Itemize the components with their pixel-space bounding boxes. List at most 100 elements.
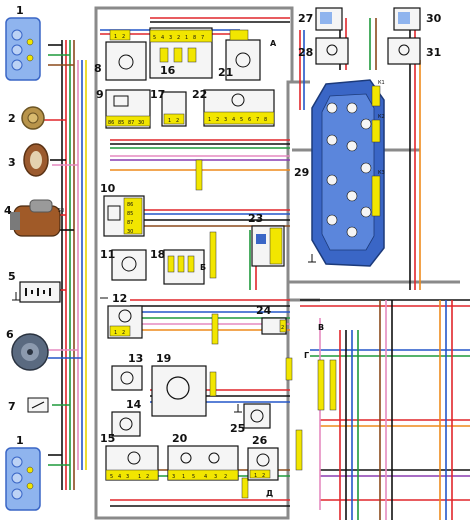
component-number: 6 [6,328,14,341]
letter-g: Г [304,351,309,360]
component-number: 13 [128,352,143,365]
switch-24: 2 24 [256,304,287,335]
module-22: 1 2 3 4 5 6 7 8 22 [192,88,275,127]
pin-label: 1 [208,117,211,123]
component-number: 19 [156,352,171,365]
component-number: 14 [126,398,142,411]
pin-label: 3 [169,35,172,41]
pin-label: 2 [281,325,284,331]
alternator: 6 [6,328,49,371]
sensor-14: 14 [111,398,142,437]
headlight-bottom: 1 [5,434,41,511]
pin-label: 5 [153,35,156,41]
pin-label: К1 [378,80,385,86]
component-number: 9 [96,88,104,101]
instrument-cluster-29: К1 К2 К3 29 [294,79,385,267]
component-number: 2 [8,112,16,125]
pin-label: 4 [118,474,121,480]
pin-label: 4 [232,117,235,123]
letter-d: Д [266,489,273,498]
pin-label: 50 [58,208,64,214]
pin-label: 87 [128,120,134,126]
switch-31: 31 [387,37,441,65]
switch-block-20: 3 1 5 4 3 2 20 [167,432,239,481]
component-number: 23 [248,212,263,225]
switch-26: 1 2 26 [247,434,279,481]
pin-label: 30 [127,229,133,235]
lamp-21: 21 [218,29,261,81]
pin-label: 5 [110,474,113,480]
lamp-30: 30 [393,7,442,31]
pin-label: 2 [224,474,227,480]
horn: 2 [8,106,45,130]
pin-label: К2 [378,114,385,120]
motor-19: 19 [151,352,207,417]
ground-symbols [12,254,316,413]
fuse-block-16: 5 4 3 2 1 8 7 16 [149,27,213,79]
pin-label: 7 [256,117,259,123]
pin-label: 3 [172,474,175,480]
pin-label: 1 [138,474,141,480]
relay-10: 86 85 87 30 10 [100,182,145,237]
relay-8: 1 2 8 [94,29,147,81]
pin-label: 86 [108,120,114,126]
pin-label: 1 [114,34,117,40]
pin-label: 4 [161,35,164,41]
component-number: 7 [8,400,16,413]
connector-strips [195,159,337,499]
pin-label: 1 [182,474,185,480]
component-number: 21 [218,66,233,79]
pin-label: 4 [204,474,207,480]
pin-label: 85 [127,211,133,217]
pin-label: 2 [146,474,149,480]
headlight-top: 1 [5,4,41,81]
component-number: 24 [256,304,272,317]
pin-label: 5 [240,117,243,123]
letter-b: Б [200,263,206,272]
pin-label: 1 [114,330,117,336]
pin-label: 2 [176,118,179,124]
component-number: 25 [230,422,245,435]
pin-label: 30 [138,120,144,126]
pin-label: 85 [118,120,124,126]
letter-v: В [318,323,324,332]
pin-label: 6 [248,117,251,123]
relay-block-23: 23 [248,212,285,267]
component-number: 4 [4,204,12,217]
pin-label: 3 [214,474,217,480]
pin-label: 1 [168,118,171,124]
starter: 4 50 [4,199,64,237]
component-number: 31 [426,46,441,59]
component-number: 5 [8,270,16,283]
component-number: 27 [298,12,313,25]
pin-label: 2 [122,34,125,40]
relay-9: 86 85 87 30 9 [96,88,151,129]
pin-label: 1 [185,35,188,41]
component-number: 16 [160,64,176,77]
component-number: 1 [16,4,24,17]
pin-label: 1 [254,473,257,479]
pin-label: 3 [224,117,227,123]
pin-label: 2 [216,117,219,123]
component-number: 3 [8,156,16,169]
sensor-11: 11 [100,248,147,281]
component-number: 11 [100,248,115,261]
component-number: 29 [294,166,309,179]
sensor-12: 1 2 12 [107,292,143,339]
switch-17: 1 2 17 [150,88,187,127]
letter-a: А [270,39,277,48]
pin-label: 87 [127,220,133,226]
pin-label: 7 [201,35,204,41]
component-number: 8 [94,62,102,75]
component-number: 20 [172,432,188,445]
pin-label: 2 [262,473,265,479]
component-number: 28 [298,46,313,59]
sensor-13: 13 [111,352,143,391]
pin-label: 2 [122,330,125,336]
component-number: 26 [252,434,268,447]
switch-28: 28 [298,37,349,65]
component-number: 15 [100,432,115,445]
fog-lamp: 3 [8,143,49,177]
